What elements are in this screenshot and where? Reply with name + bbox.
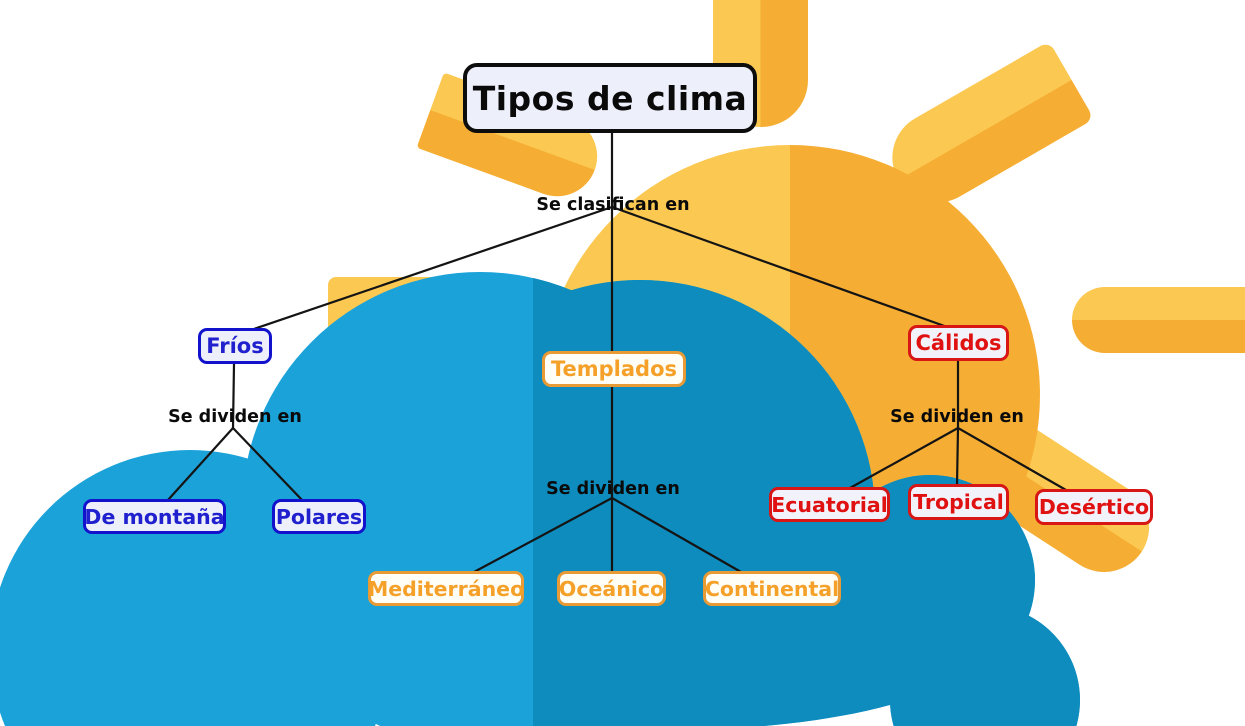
node-continental: Continental (703, 571, 841, 606)
node-tipos-de-clima: Tipos de clima (463, 63, 757, 133)
label-se-dividen-en-templados: Se dividen en (546, 479, 680, 499)
edge-frios-stem (231, 362, 236, 430)
node-desertico: Desértico (1035, 489, 1153, 525)
edge-calidos-desertico (956, 426, 1068, 492)
sun-ray-right-icon (1072, 287, 1245, 353)
node-de-montana: De montaña (83, 499, 226, 534)
label-se-dividen-en-frios: Se dividen en (168, 407, 302, 427)
edge-templados-mediterraneo (472, 496, 614, 574)
edge-frios-polares (231, 426, 305, 503)
edge-frios-montana (166, 426, 235, 502)
node-tropical: Tropical (908, 484, 1009, 520)
edge-templados-continental (610, 496, 743, 574)
edge-root-frios (246, 205, 614, 333)
node-polares: Polares (272, 499, 366, 534)
edge-calidos-ecuatorial (848, 426, 960, 490)
edge-root-calidos (610, 205, 952, 330)
node-mediterraneo: Mediterráneo (368, 571, 524, 606)
edge-calidos-tropical (955, 426, 960, 487)
node-templados: Templados (542, 351, 686, 387)
node-calidos: Cálidos (908, 325, 1009, 361)
node-frios: Fríos (198, 328, 272, 364)
node-ecuatorial: Ecuatorial (769, 487, 890, 522)
node-oceanico: Oceánico (557, 571, 666, 606)
label-se-clasifican-en: Se clasifican en (536, 195, 690, 215)
label-se-dividen-en-calidos: Se dividen en (890, 407, 1024, 427)
